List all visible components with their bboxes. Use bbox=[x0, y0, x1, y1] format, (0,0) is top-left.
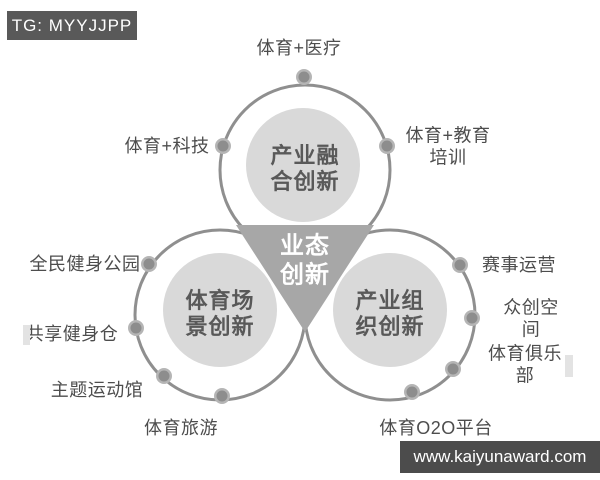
dot-o2o-platform bbox=[404, 384, 420, 400]
dot-maker-space bbox=[464, 310, 480, 326]
watermark-bar: www.kaiyunaward.com bbox=[400, 441, 600, 473]
dot-sports-technology bbox=[215, 138, 231, 154]
dot-sports-tourism bbox=[214, 388, 230, 404]
dot-sports-medical bbox=[296, 69, 312, 85]
bottom-right-circle-label: 产业组 织创新 bbox=[355, 288, 425, 339]
satellite-label-sports-club: 体育俱乐部 bbox=[488, 343, 562, 385]
satellite-label-sports-medical: 体育+医疗 bbox=[256, 38, 342, 59]
satellite-label-sports-technology: 体育+科技 bbox=[124, 136, 210, 157]
dot-sports-education bbox=[379, 138, 395, 154]
satellite-label-theme-stadium: 主题运动馆 bbox=[50, 380, 144, 401]
center-triangle-label: 业态 创新 bbox=[280, 232, 330, 289]
center-triangle bbox=[236, 225, 374, 332]
dot-fitness-park bbox=[141, 256, 157, 272]
dot-sports-club bbox=[445, 361, 461, 377]
connector-dots bbox=[128, 69, 480, 404]
top-circle-label: 产业融 合创新 bbox=[270, 143, 340, 194]
satellite-label-shared-gym: 共享健身仓 bbox=[25, 324, 119, 345]
dot-theme-stadium bbox=[156, 368, 172, 384]
top-circle-inner bbox=[246, 108, 360, 222]
dot-shared-gym bbox=[128, 320, 144, 336]
satellite-label-event-operation: 赛事运营 bbox=[482, 255, 556, 276]
bottom-left-circle-inner bbox=[163, 253, 277, 367]
tg-badge: TG: MYYJJPP bbox=[7, 11, 137, 40]
satellite-label-sports-education: 体育+教育 培训 bbox=[405, 125, 491, 167]
bottom-right-circle-inner bbox=[333, 253, 447, 367]
bottom-left-circle-label: 体育场 景创新 bbox=[185, 288, 255, 339]
artifact-bar-right bbox=[565, 355, 573, 377]
satellite-label-maker-space: 众创空间 bbox=[503, 297, 559, 339]
satellite-label-fitness-park: 全民健身公园 bbox=[29, 254, 141, 275]
satellite-label-sports-tourism: 体育旅游 bbox=[144, 418, 218, 439]
artifact-bar-left bbox=[23, 325, 30, 345]
dot-event-operation bbox=[452, 257, 468, 273]
satellite-label-o2o-platform: 体育O2O平台 bbox=[379, 418, 493, 439]
